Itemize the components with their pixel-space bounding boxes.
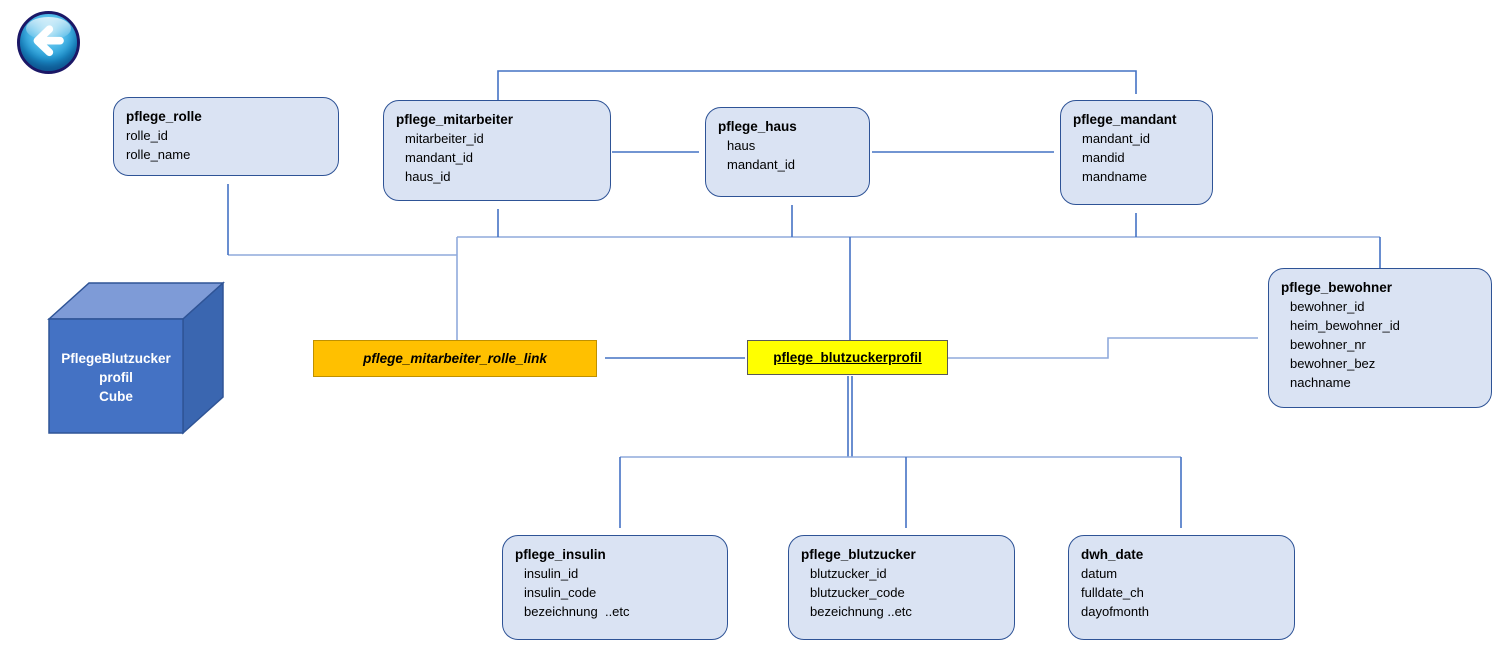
connector-mitarbeiter-to-mandant-top (497, 70, 1137, 101)
entity-field: mandname (1082, 169, 1148, 184)
entity-title: pflege_blutzucker (801, 547, 916, 562)
entity-field: bezeichnung ..etc (810, 604, 912, 619)
link-table-pflege_blutzuckerprofil[interactable]: pflege_blutzuckerprofil (747, 340, 948, 375)
entity-field: haus (727, 138, 756, 153)
entity-title: pflege_mandant (1073, 112, 1177, 127)
back-button[interactable] (17, 11, 80, 74)
cube-shape[interactable] (45, 279, 230, 439)
entity-title: dwh_date (1081, 547, 1144, 562)
entity-title: pflege_haus (718, 119, 797, 134)
entity-title: pflege_mitarbeiter (396, 112, 514, 127)
cube-label-line: profil (99, 369, 133, 385)
entity-field: blutzucker_id (810, 566, 887, 581)
link-table-label: pflege_blutzuckerprofil (773, 350, 922, 365)
entity-title: pflege_insulin (515, 547, 606, 562)
entity-field: nachname (1290, 375, 1351, 390)
back-arrow-icon (33, 25, 64, 57)
entity-field: insulin_code (524, 585, 597, 600)
entity-field: mandant_id (405, 150, 473, 165)
entity-field: bewohner_bez (1290, 356, 1376, 371)
cube-label-line: PflegeBlutzucker (61, 350, 171, 366)
cube-front-face (48, 318, 184, 434)
entity-pflege_mitarbeiter[interactable]: pflege_mitarbeiter mitarbeiter_id mandant_… (383, 100, 611, 201)
entity-field: rolle_id (126, 128, 168, 143)
entity-field: mandant_id (727, 157, 795, 172)
entity-field: mitarbeiter_id (405, 131, 484, 146)
cube-label: PflegeBlutzucker profil Cube (49, 321, 183, 433)
entity-field: mandant_id (1082, 131, 1150, 146)
entity-title: pflege_bewohner (1281, 280, 1393, 295)
entity-pflege_rolle[interactable]: pflege_rolle rolle_id rolle_name (113, 97, 339, 176)
entity-title: pflege_rolle (126, 109, 202, 124)
entity-field: datum (1081, 566, 1118, 581)
entity-pflege_bewohner[interactable]: pflege_bewohner bewohner_id heim_bewohner_… (1268, 268, 1492, 408)
entity-field: bewohner_nr (1290, 337, 1366, 352)
entity-pflege_blutzucker[interactable]: pflege_blutzucker blutzucker_id blutzucker… (788, 535, 1015, 640)
entity-field: blutzucker_code (810, 585, 905, 600)
entity-field: fulldate_ch (1081, 585, 1144, 600)
link-table-label: pflege_mitarbeiter_rolle_link (363, 351, 547, 366)
entity-field: rolle_name (126, 147, 191, 162)
entity-field: dayofmonth (1081, 604, 1149, 619)
entity-field: bewohner_id (1290, 299, 1365, 314)
link-table-pflege_mitarbeiter_rolle_link[interactable]: pflege_mitarbeiter_rolle_link (313, 340, 597, 377)
entity-field: bezeichnung ..etc (524, 604, 630, 619)
entity-field: insulin_id (524, 566, 579, 581)
entity-field: mandid (1082, 150, 1125, 165)
entity-field: heim_bewohner_id (1290, 318, 1400, 333)
cube-label-line: Cube (99, 388, 133, 404)
entity-field: haus_id (405, 169, 451, 184)
connector-blutzuckerprofil-to-bewohner (948, 337, 1258, 359)
